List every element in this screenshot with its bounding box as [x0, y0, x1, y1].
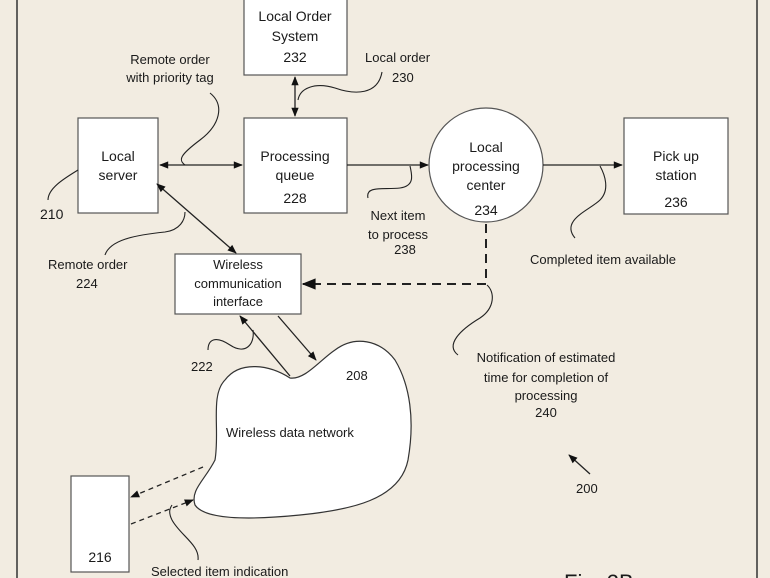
ref-222: 222 [191, 359, 213, 374]
node-pickup-station: Pick up station 236 [623, 117, 729, 215]
node-local-order-system: Local Order System 232 [243, 0, 348, 76]
figure-pointer-arrow [568, 454, 591, 475]
annotation-local-order: Local order [365, 50, 431, 65]
edge-network-device [130, 466, 204, 498]
node-title: center [467, 177, 506, 193]
leader-remote-order [104, 211, 186, 256]
node-title: Pick up [653, 148, 699, 164]
annotation-completed-item: Completed item available [530, 252, 676, 267]
node-title: Processing [260, 148, 329, 164]
annotation-remote-order-ref: 224 [76, 276, 98, 291]
node-ref: 236 [664, 194, 688, 210]
node-title: interface [213, 294, 263, 309]
node-title: Local Order [258, 8, 331, 24]
node-wireless-interface: Wireless communication interface [174, 253, 302, 315]
node-title: server [99, 167, 138, 183]
leader-remote-priority [180, 92, 220, 166]
edge-notification [301, 224, 487, 290]
node-title: Wireless data network [226, 425, 354, 440]
node-ref: 228 [283, 190, 307, 206]
node-title: Local [101, 148, 134, 164]
node-title: processing [452, 158, 520, 174]
node-local-processing-center: Local processing center 234 [428, 107, 544, 223]
annotation-remote-order-priority: Remote order [130, 52, 210, 67]
edge-interface-network-down [277, 315, 317, 361]
edge-network-interface-up [239, 315, 291, 377]
node-title: Wireless [213, 257, 263, 272]
node-device: 216 [70, 475, 130, 573]
edge-device-network [130, 499, 194, 525]
leader-210 [47, 169, 79, 201]
figure-label: Fig. 2B [564, 570, 634, 578]
annotation-notification: Notification of estimated [477, 350, 616, 365]
annotation-next-item: Next item [371, 208, 426, 223]
node-title: station [655, 167, 696, 183]
annotation-selected-item: Selected item indication [151, 564, 288, 578]
figure-reference: 200 [576, 481, 598, 496]
annotation-notification: processing [515, 388, 578, 403]
node-ref: 216 [88, 549, 112, 565]
edge-server-interface [156, 183, 237, 254]
leader-completed [570, 165, 607, 239]
node-ref: 234 [474, 202, 498, 218]
annotation-remote-order-priority: with priority tag [125, 70, 213, 85]
node-title: communication [194, 276, 281, 291]
leader-222 [207, 329, 254, 351]
annotation-notification: time for completion of [484, 370, 609, 385]
node-local-server: Local server [77, 117, 159, 214]
node-processing-queue: Processing queue 228 [243, 117, 348, 214]
node-ref: 208 [346, 368, 368, 383]
annotation-remote-order: Remote order [48, 257, 128, 272]
leader-local-order [297, 71, 383, 101]
annotation-notification-ref: 240 [535, 405, 557, 420]
annotation-next-item: to process [368, 227, 428, 242]
leader-next-item [367, 165, 413, 199]
leader-selected-item [169, 504, 199, 561]
ref-210: 210 [40, 206, 64, 222]
annotation-next-item-ref: 238 [394, 242, 416, 257]
annotation-local-order-ref: 230 [392, 70, 414, 85]
leader-notification [452, 284, 493, 356]
node-title: Local [469, 139, 502, 155]
node-title: queue [276, 167, 315, 183]
node-title: System [272, 28, 319, 44]
node-ref: 232 [283, 49, 307, 65]
node-wireless-network: Wireless data network 208 [193, 340, 412, 519]
